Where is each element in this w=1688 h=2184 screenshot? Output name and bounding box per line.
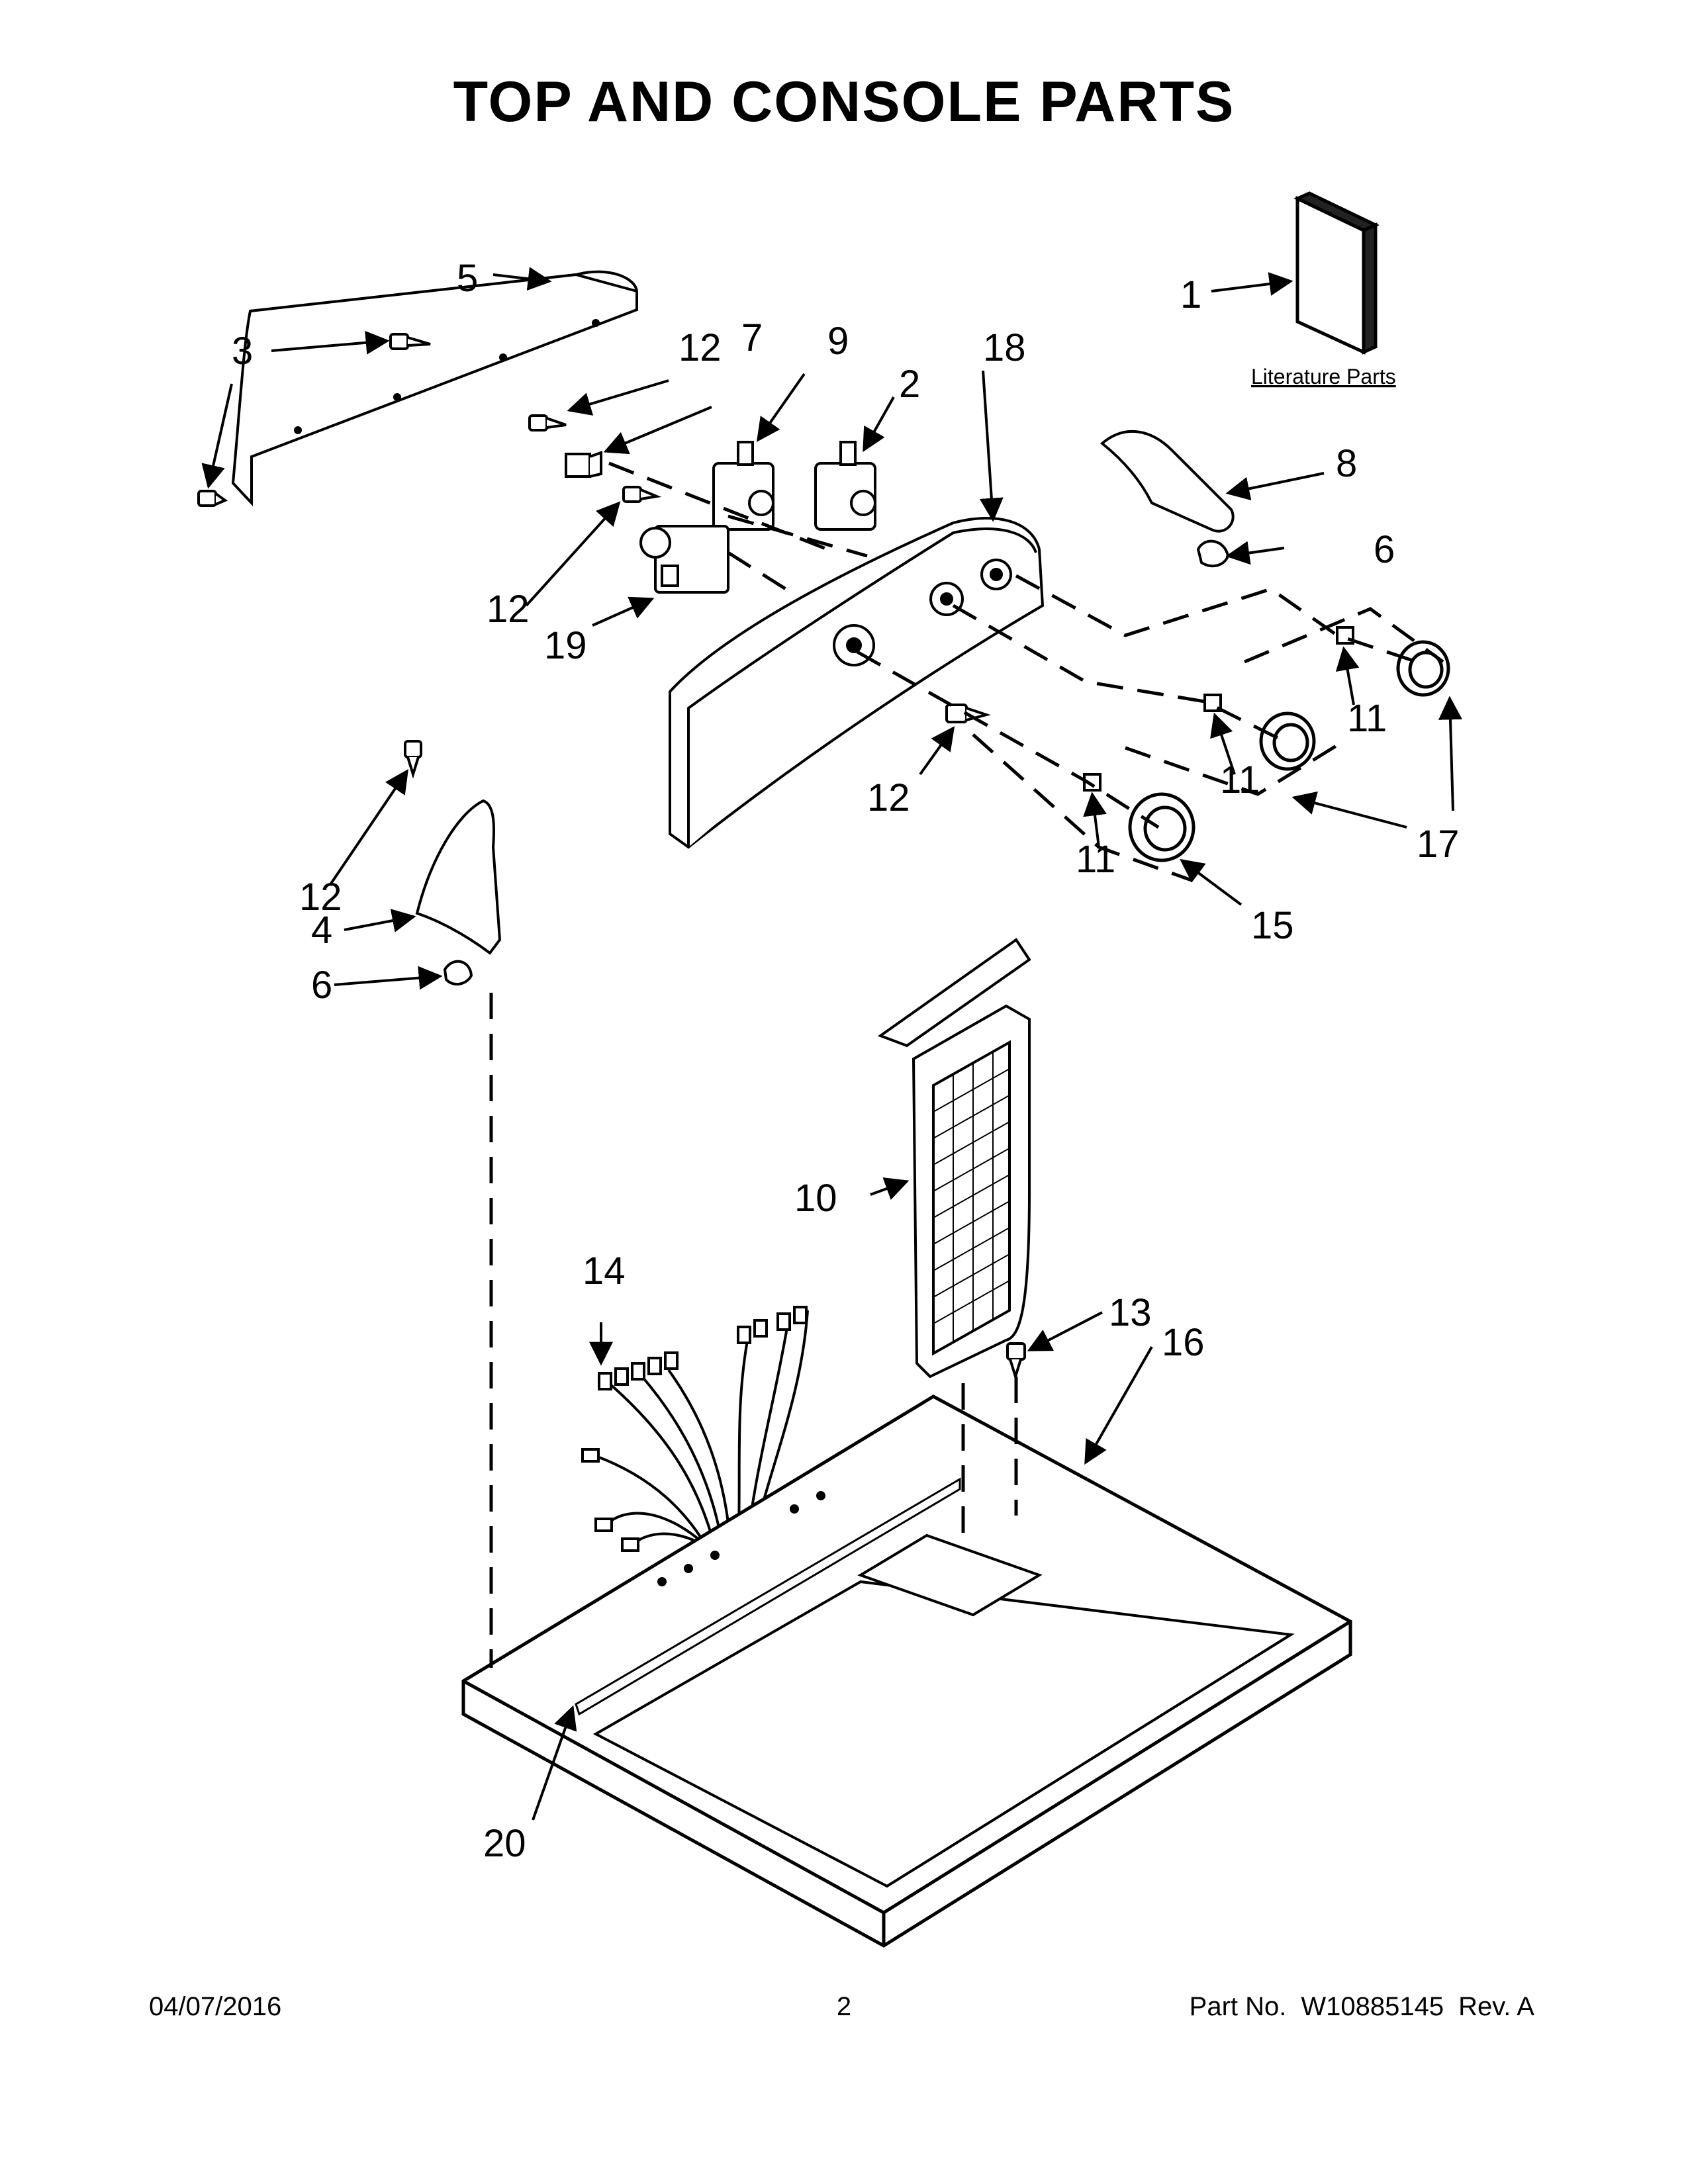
literature-booklet[interactable] (1293, 191, 1380, 355)
callout-8: 8 (1336, 442, 1357, 485)
callout-18: 18 (983, 326, 1026, 369)
footer-revision: Rev. A (1458, 1992, 1534, 2021)
callout-6-left: 6 (311, 964, 332, 1007)
timer[interactable] (639, 525, 729, 594)
footer-part-label: Part No. (1189, 1992, 1287, 2021)
callout-labels: 1 2 3 4 5 6 6 7 8 9 10 11 11 11 12 12 12… (232, 257, 1460, 1865)
top-panel[interactable] (461, 1394, 1352, 1948)
clip-6-right[interactable] (1196, 539, 1230, 568)
callout-2: 2 (899, 363, 920, 406)
knob-17-middle[interactable] (1259, 711, 1316, 771)
switch-9[interactable] (712, 441, 774, 531)
footer-date: 04/07/2016 (149, 1992, 282, 2021)
lint-screen[interactable] (877, 938, 1031, 1379)
footer-page-number: 2 (836, 1992, 852, 2021)
callout-12-upper: 12 (679, 326, 722, 369)
callout-6-right: 6 (1374, 528, 1395, 571)
console-panel[interactable] (669, 517, 1045, 849)
callout-13: 13 (1109, 1291, 1152, 1334)
callout-19: 19 (544, 624, 587, 667)
page-title: TOP AND CONSOLE PARTS (453, 70, 1235, 134)
screw-12-upper[interactable] (528, 414, 567, 432)
end-cap-left[interactable] (415, 799, 502, 955)
callout-10: 10 (794, 1177, 837, 1220)
screw-12-timer[interactable] (622, 486, 662, 503)
footer-part-number: W10885145 (1301, 1992, 1444, 2021)
end-cap-right[interactable] (1100, 430, 1235, 533)
callout-4: 4 (311, 909, 332, 952)
callout-9: 9 (827, 320, 849, 363)
callout-11-right: 11 (1347, 697, 1387, 740)
switch-2[interactable] (814, 441, 876, 531)
leader-arrows (201, 267, 1462, 1821)
callout-12-timer: 12 (487, 588, 530, 631)
callout-12-console: 12 (867, 776, 910, 819)
footer-part-info: Part No. W10885145 Rev. A (1175, 1992, 1534, 2022)
callout-1: 1 (1180, 273, 1201, 316)
callout-11-left: 11 (1076, 838, 1115, 881)
callout-16: 16 (1162, 1321, 1205, 1364)
callout-12-left: 12 (299, 876, 342, 919)
knob-15[interactable] (1128, 792, 1196, 862)
knob-17-right[interactable] (1396, 640, 1450, 697)
literature-parts-label: Literature Parts (1251, 365, 1396, 388)
callout-17: 17 (1417, 823, 1460, 866)
callout-3: 3 (232, 330, 253, 373)
callout-20: 20 (483, 1822, 526, 1865)
screw-3-top[interactable] (389, 333, 431, 350)
callout-7: 7 (741, 316, 763, 359)
clip-6-left[interactable] (443, 960, 473, 986)
screw-13[interactable] (1006, 1342, 1026, 1381)
screw-3-side[interactable] (197, 490, 228, 507)
callout-5: 5 (457, 257, 478, 300)
callout-11-middle: 11 (1220, 758, 1260, 801)
callout-15: 15 (1251, 904, 1294, 947)
callout-14: 14 (583, 1250, 626, 1293)
screw-12-left[interactable] (404, 740, 422, 779)
terminal-block[interactable] (565, 451, 602, 478)
